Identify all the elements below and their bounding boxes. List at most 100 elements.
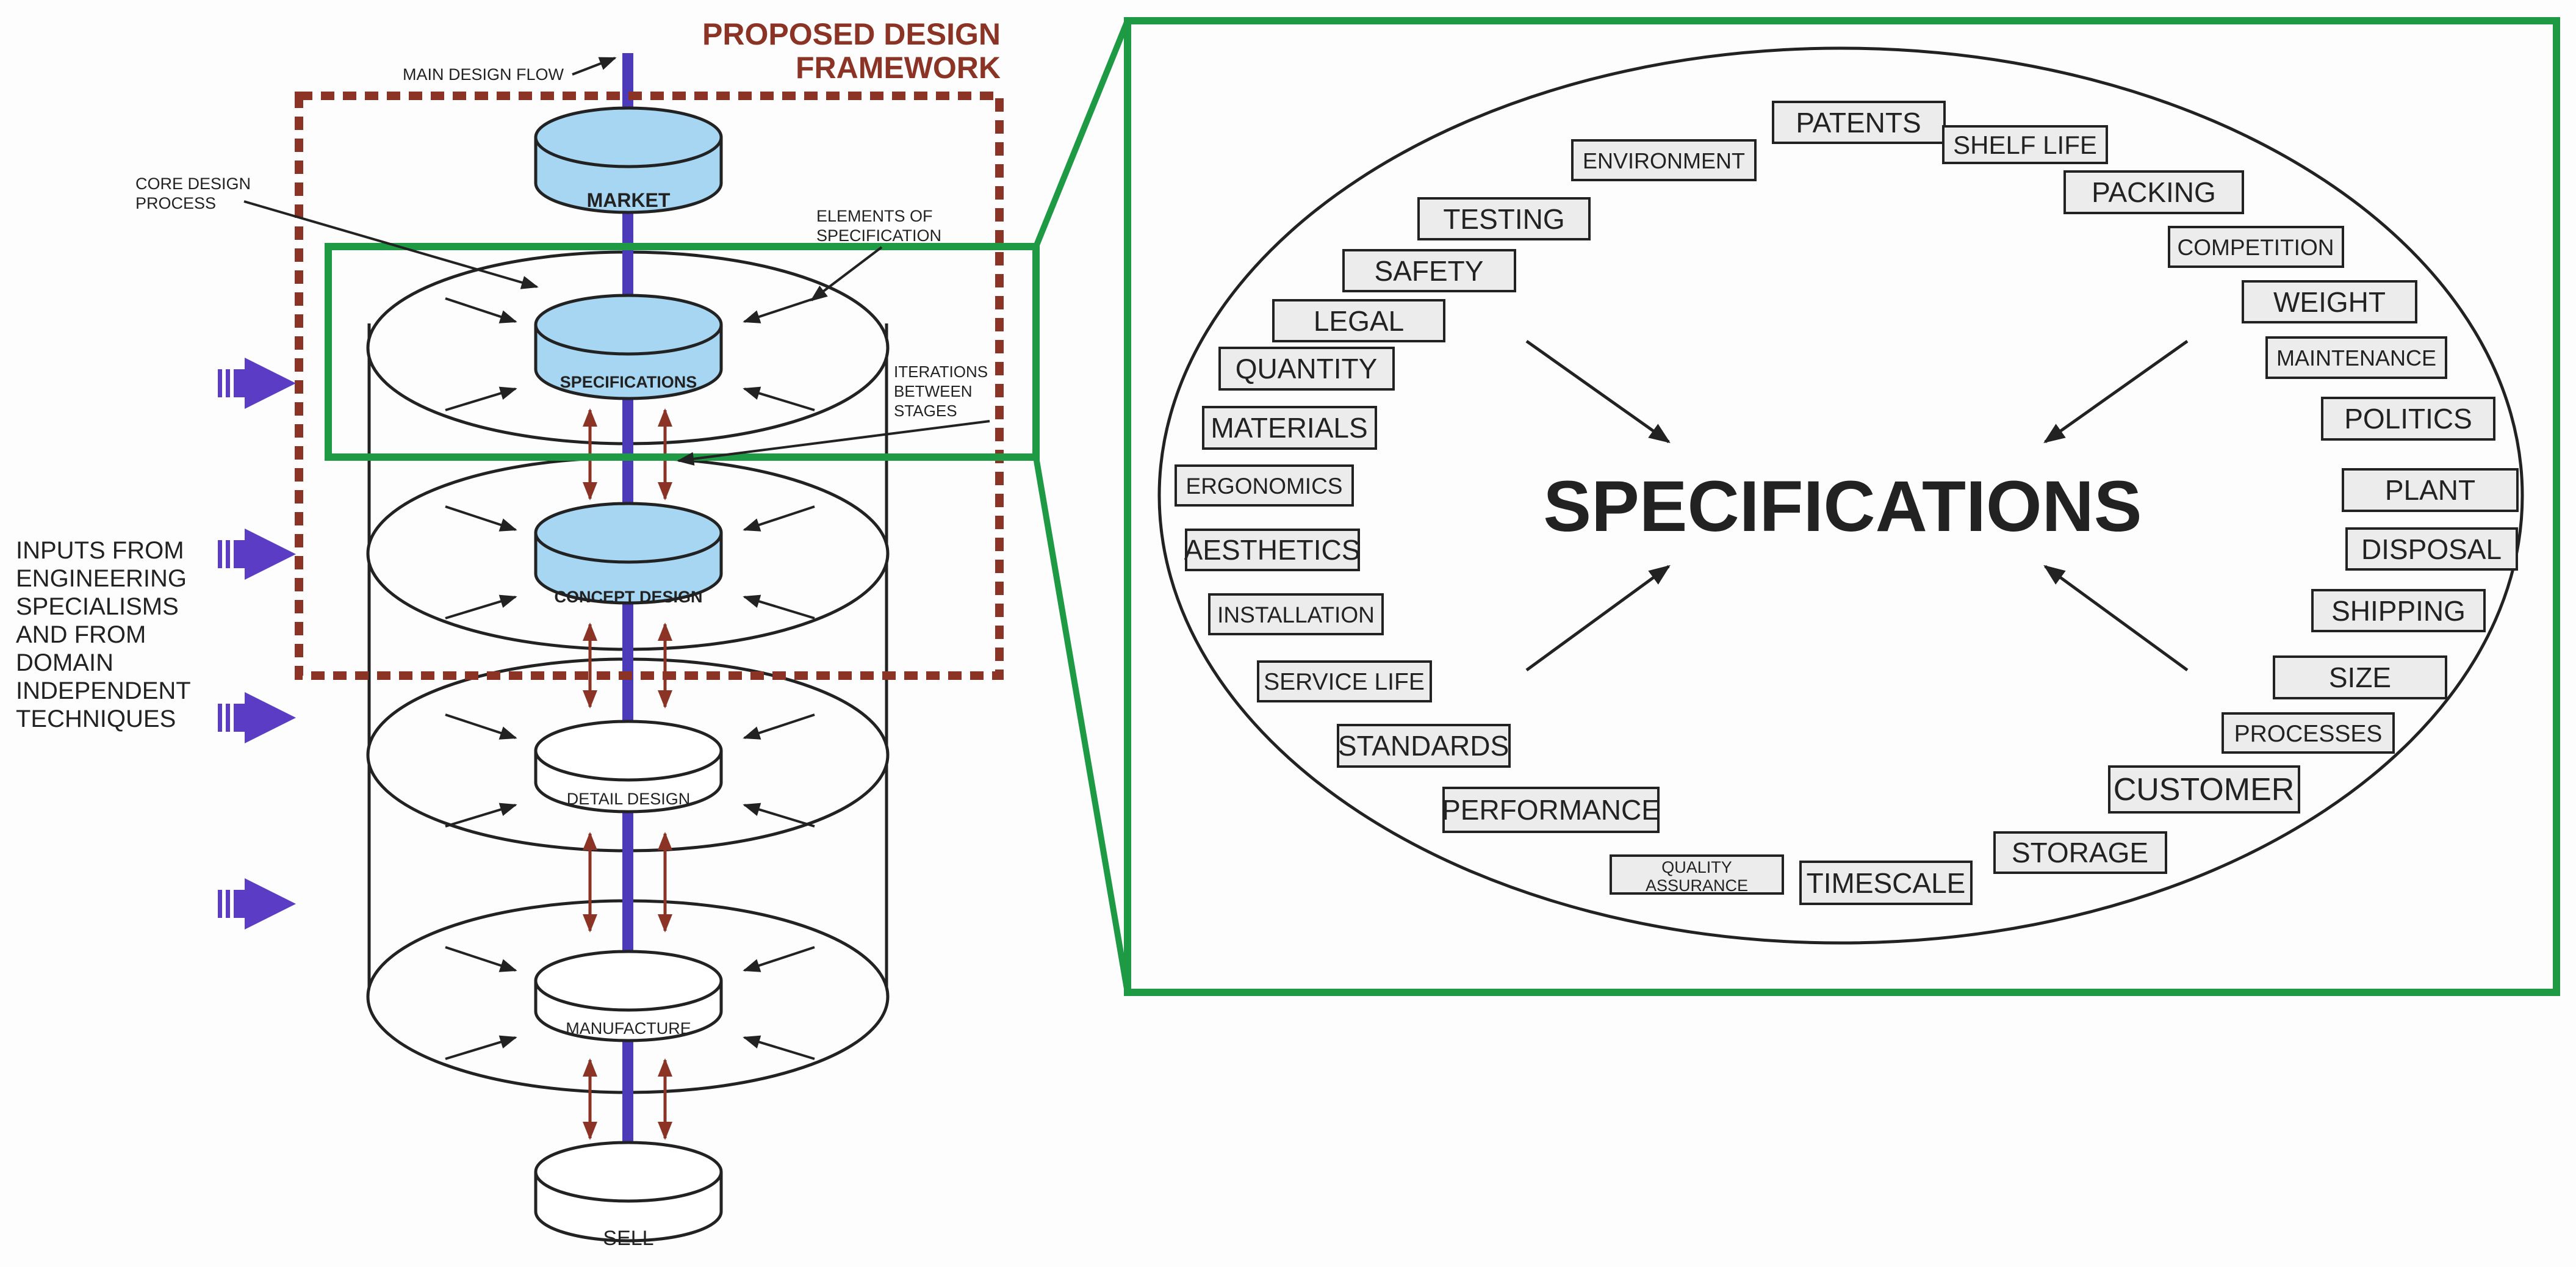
svg-text:INPUTS FROM: INPUTS FROM bbox=[16, 537, 184, 564]
svg-text:SERVICE LIFE: SERVICE LIFE bbox=[1264, 669, 1425, 695]
specifications-panel-title: SPECIFICATIONS bbox=[1543, 466, 2142, 547]
spec-element: CUSTOMER bbox=[2108, 765, 2300, 814]
svg-text:STANDARDS: STANDARDS bbox=[1338, 730, 1509, 762]
svg-text:WEIGHT: WEIGHT bbox=[2273, 286, 2386, 318]
stage-label: MARKET bbox=[587, 189, 671, 211]
framework-title-line1: PROPOSED DESIGN bbox=[702, 17, 1001, 51]
svg-text:ENVIRONMENT: ENVIRONMENT bbox=[1583, 148, 1745, 173]
svg-text:MAINTENANCE: MAINTENANCE bbox=[2276, 345, 2436, 370]
svg-text:ERGONOMICS: ERGONOMICS bbox=[1186, 474, 1343, 499]
svg-text:SIZE: SIZE bbox=[2329, 662, 2391, 693]
spec-element: MAINTENANCE bbox=[2265, 336, 2447, 379]
spec-arrow-top-left bbox=[1525, 339, 1671, 444]
spec-element: ENVIRONMENT bbox=[1571, 139, 1757, 181]
spec-arrow-bottom-left bbox=[1525, 565, 1671, 672]
stage-label: SPECIFICATIONS bbox=[560, 373, 697, 391]
svg-text:PACKING: PACKING bbox=[2092, 176, 2216, 208]
core-design-process-label: PROCESS bbox=[135, 194, 216, 212]
spec-element: SERVICE LIFE bbox=[1257, 660, 1432, 702]
spec-element: PERFORMANCE bbox=[1442, 787, 1660, 833]
svg-text:DISPOSAL: DISPOSAL bbox=[2361, 533, 2502, 565]
stage-drum-manufacture: MANUFACTURE bbox=[534, 950, 723, 1042]
stage-label: DETAIL DESIGN bbox=[567, 790, 691, 808]
elements-of-specification-pointer bbox=[810, 246, 883, 301]
main-flow-label: MAIN DESIGN FLOW bbox=[403, 65, 564, 84]
svg-text:AESTHETICS: AESTHETICS bbox=[1184, 534, 1361, 566]
specification-arrows bbox=[1525, 339, 2189, 672]
spec-arrow-top-right bbox=[2043, 339, 2189, 444]
svg-text:ENGINEERING: ENGINEERING bbox=[16, 565, 187, 592]
svg-text:PLANT: PLANT bbox=[2385, 474, 2475, 506]
spec-element: PROCESSES bbox=[2222, 712, 2395, 754]
iterations-label: STAGES bbox=[894, 402, 957, 420]
main-flow-pointer bbox=[572, 57, 617, 76]
spec-element: INSTALLATION bbox=[1208, 593, 1384, 635]
spec-element: SHIPPING bbox=[2311, 589, 2486, 632]
spec-element: TIMESCALE bbox=[1799, 861, 1973, 905]
spec-element: SIZE bbox=[2273, 655, 2447, 699]
svg-text:TECHNIQUES: TECHNIQUES bbox=[16, 706, 176, 732]
proposed-framework-box bbox=[295, 92, 1004, 680]
elements-of-specification-label: SPECIFICATION bbox=[816, 226, 941, 245]
spec-element: PACKING bbox=[2063, 170, 2244, 214]
input-arrow-icon bbox=[218, 878, 296, 929]
spec-element: MATERIALS bbox=[1202, 406, 1377, 450]
spec-element: TESTING bbox=[1417, 197, 1591, 240]
stage-drum-sell: SELL bbox=[534, 1141, 723, 1250]
svg-text:QUALITY: QUALITY bbox=[1661, 858, 1732, 876]
core-design-process-pointer bbox=[243, 200, 539, 289]
svg-text:PROCESSES: PROCESSES bbox=[2234, 721, 2383, 747]
svg-text:SHIPPING: SHIPPING bbox=[2331, 595, 2466, 627]
spec-element: DISPOSAL bbox=[2345, 527, 2518, 571]
svg-text:QUANTITY: QUANTITY bbox=[1236, 353, 1378, 384]
input-arrows bbox=[218, 358, 296, 929]
spec-element: POLITICS bbox=[2321, 397, 2495, 441]
svg-text:STORAGE: STORAGE bbox=[2012, 837, 2148, 868]
highlight-connector-bottom bbox=[1033, 457, 1131, 993]
svg-text:SAFETY: SAFETY bbox=[1375, 255, 1484, 287]
svg-text:SHELF LIFE: SHELF LIFE bbox=[1953, 131, 2097, 159]
stage-label: SELL bbox=[603, 1227, 653, 1250]
stage-label: CONCEPT DESIGN bbox=[554, 588, 702, 606]
specifications-panel-frame bbox=[1124, 17, 2560, 996]
elements-of-specification-label: ELEMENTS OF bbox=[816, 207, 933, 225]
highlight-connector-top bbox=[1033, 20, 1131, 248]
iterations-pointer bbox=[677, 420, 990, 466]
spec-element: LEGAL bbox=[1272, 299, 1445, 342]
design-process-diagram: MARKET SPECIFICATIONS CONCEPT DESIGN DET… bbox=[16, 17, 1131, 1250]
svg-text:TESTING: TESTING bbox=[1443, 203, 1564, 235]
spec-element: WEIGHT bbox=[2242, 280, 2417, 323]
spec-element: STANDARDS bbox=[1337, 724, 1511, 768]
svg-text:DOMAIN: DOMAIN bbox=[16, 649, 113, 676]
disc-input-arrows bbox=[445, 297, 815, 1060]
svg-text:SPECIALISMS: SPECIALISMS bbox=[16, 593, 179, 620]
inputs-label: INPUTS FROM ENGINEERING SPECIALISMS AND … bbox=[16, 537, 191, 732]
framework-title-line2: FRAMEWORK bbox=[796, 51, 1001, 85]
svg-text:CUSTOMER: CUSTOMER bbox=[2114, 772, 2295, 807]
svg-text:MATERIALS: MATERIALS bbox=[1211, 412, 1367, 444]
spec-element: PATENTS bbox=[1772, 101, 1946, 144]
spec-element: SHELF LIFE bbox=[1942, 125, 2108, 164]
svg-text:PERFORMANCE: PERFORMANCE bbox=[1442, 794, 1660, 826]
spec-element: PLANT bbox=[2342, 468, 2519, 512]
specification-element-chips: PATENTS SHELF LIFE ENVIRONMENT PACKING T… bbox=[1175, 101, 2519, 905]
svg-text:ASSURANCE: ASSURANCE bbox=[1646, 876, 1748, 895]
stage-drum-detail-design: DETAIL DESIGN bbox=[534, 720, 723, 814]
specifications-ellipse bbox=[1157, 46, 2524, 945]
spec-element: ERGONOMICS bbox=[1175, 464, 1354, 507]
iterations-label: BETWEEN bbox=[894, 382, 973, 400]
input-arrow-icon bbox=[218, 692, 296, 743]
stage-drum-market: MARKET bbox=[534, 106, 723, 214]
iterations-label: ITERATIONS bbox=[894, 363, 988, 381]
input-arrow-icon bbox=[218, 358, 296, 409]
spec-element: COMPETITION bbox=[2168, 226, 2344, 268]
svg-text:POLITICS: POLITICS bbox=[2344, 403, 2472, 435]
svg-text:INDEPENDENT: INDEPENDENT bbox=[16, 677, 191, 704]
input-arrow-icon bbox=[218, 529, 296, 580]
specifications-panel: SPECIFICATIONS PATENTS SHELF LIFE ENVIRO… bbox=[1124, 17, 2560, 996]
stage-drum-concept-design: CONCEPT DESIGN bbox=[534, 502, 723, 606]
spec-element: SAFETY bbox=[1342, 249, 1516, 292]
stage-label: MANUFACTURE bbox=[566, 1019, 691, 1038]
spec-arrow-bottom-right bbox=[2043, 565, 2189, 672]
